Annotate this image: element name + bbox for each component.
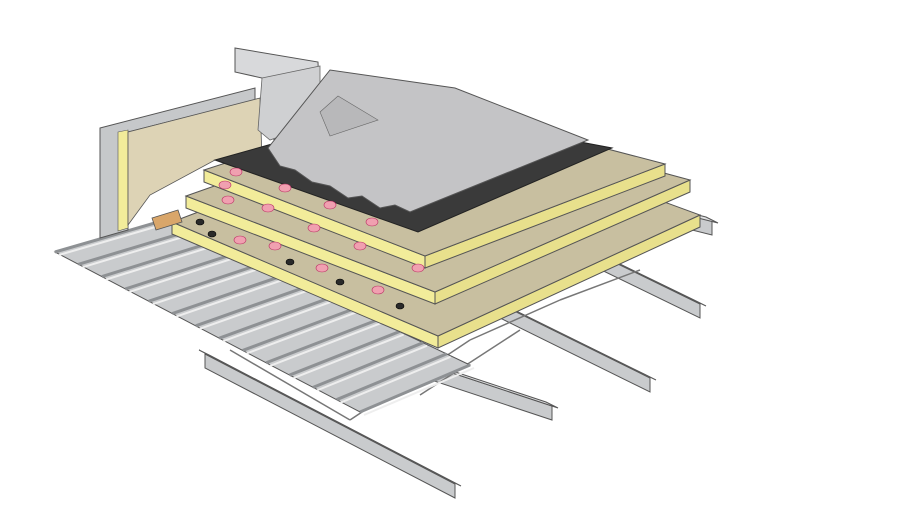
i-beam-flange xyxy=(198,349,462,487)
deck-rib xyxy=(101,240,213,279)
deck-rib xyxy=(265,318,377,365)
deck-rib xyxy=(289,330,401,377)
deck-rib-highlight xyxy=(175,277,287,318)
fixing-plate xyxy=(261,203,275,213)
deck-rib-highlight xyxy=(363,367,475,416)
fixing-plate xyxy=(315,263,329,273)
fixing-plate xyxy=(268,241,282,251)
deck-rib-highlight xyxy=(222,300,334,343)
i-beam-web xyxy=(204,353,456,499)
fixing-plate xyxy=(371,285,385,295)
fixing-plate xyxy=(278,183,292,193)
deck-rib-highlight xyxy=(340,355,451,404)
fixings xyxy=(195,167,425,310)
fastener-head xyxy=(335,278,345,286)
fastener-head xyxy=(195,218,205,226)
deck-rib xyxy=(195,285,307,328)
fixing-plate xyxy=(353,241,367,251)
corrugated-steel-deck xyxy=(53,218,475,416)
fixing-plate xyxy=(221,195,235,205)
fixing-plate xyxy=(233,235,247,245)
fixing-plate xyxy=(218,180,232,190)
deck-rib-highlight xyxy=(105,244,217,281)
fixing-plate xyxy=(411,263,425,273)
deck-rib xyxy=(148,263,260,303)
bracing-rod xyxy=(469,299,561,341)
bracing-rod xyxy=(229,349,351,421)
i-beam-flange xyxy=(493,299,657,381)
deck-rib xyxy=(171,274,283,315)
deck-rib xyxy=(335,352,448,402)
deck-rib-highlight xyxy=(199,288,311,330)
fixing-plate xyxy=(323,200,337,210)
fixing-plate xyxy=(365,217,379,227)
fastener-head xyxy=(285,258,295,266)
deck-rib-highlight xyxy=(269,322,381,367)
fixing-plate xyxy=(307,223,321,233)
deck-rib xyxy=(124,252,236,291)
timber-batten xyxy=(151,209,183,231)
fastener-head xyxy=(395,302,405,310)
deck-rib-highlight xyxy=(293,333,404,380)
deck-rib-highlight xyxy=(82,233,193,269)
deck-rib xyxy=(218,296,330,340)
deck-rib-highlight xyxy=(246,311,358,355)
waterproof-membrane xyxy=(213,69,614,233)
fixing-plate xyxy=(229,167,243,177)
cap-sheet-overlap xyxy=(319,95,379,137)
bracing-rod xyxy=(559,269,641,301)
deck-rib xyxy=(78,229,189,266)
wall-insulation-strip xyxy=(117,129,129,232)
deck-rib xyxy=(54,218,166,254)
deck-rib-highlight xyxy=(152,266,264,306)
deck-rib xyxy=(359,363,471,414)
fastener-head xyxy=(207,230,217,238)
deck-rib-highlight xyxy=(58,222,170,256)
deck-rib-highlight xyxy=(129,255,240,293)
deck-rib xyxy=(312,341,424,389)
deck-rib-highlight xyxy=(316,344,428,392)
deck-rib xyxy=(242,307,354,352)
